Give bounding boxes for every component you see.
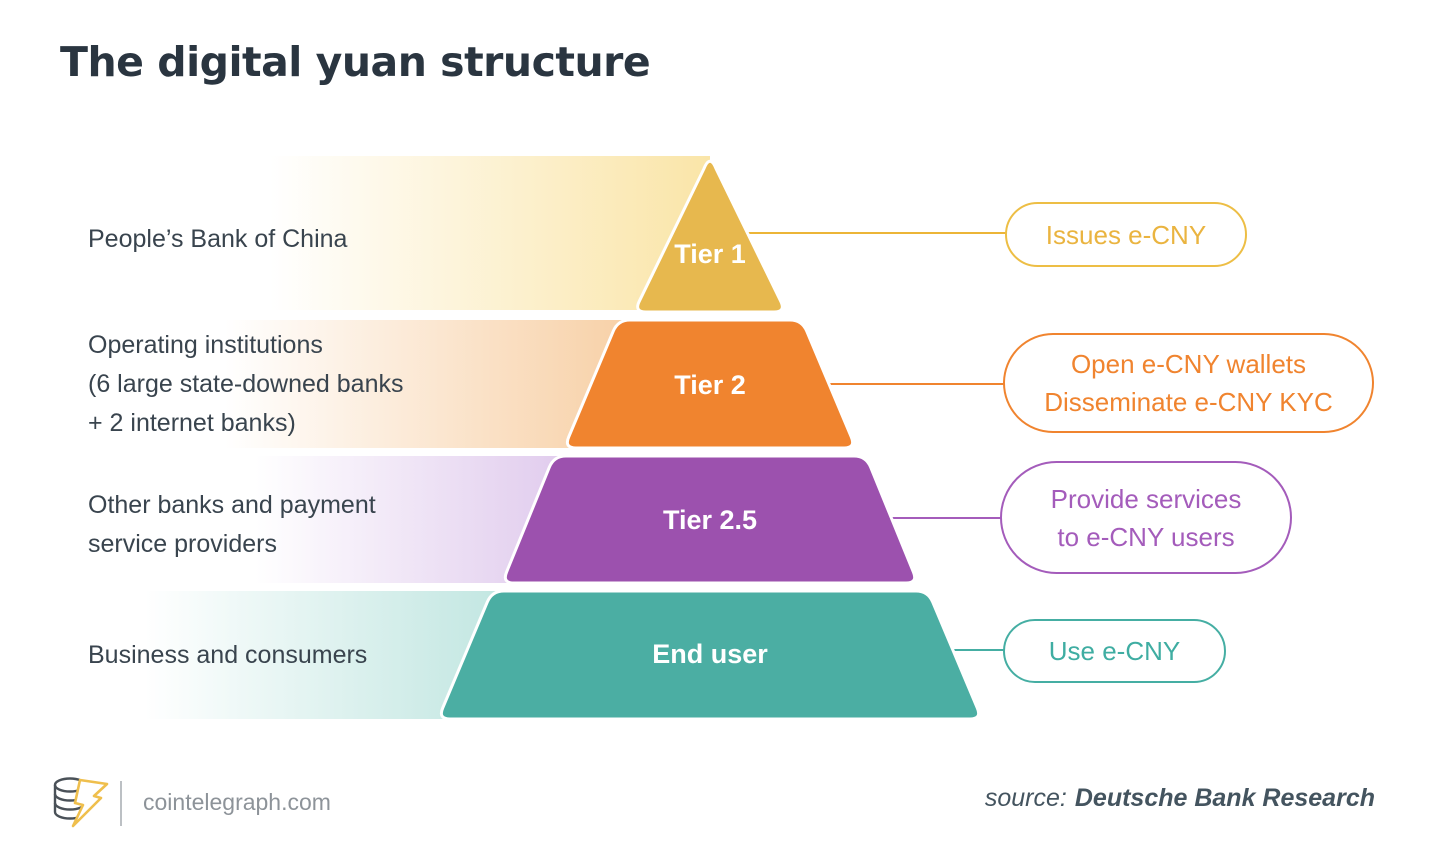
page-title: The digital yuan structure bbox=[60, 38, 651, 86]
tier2-label: Tier 2 bbox=[674, 370, 746, 400]
source-name: Deutsche Bank Research bbox=[1074, 784, 1375, 812]
tier25-label: Tier 2.5 bbox=[662, 505, 758, 535]
tier2-entity-label: Operating institutions (6 large state-do… bbox=[88, 331, 404, 437]
tier1-shape bbox=[636, 159, 784, 314]
tier25-shape bbox=[503, 454, 917, 585]
tier1-entity-label: People’s Bank of China bbox=[88, 225, 348, 253]
enduser-label: End user bbox=[652, 639, 768, 669]
source-label: source: bbox=[984, 784, 1067, 812]
footer-divider bbox=[120, 781, 122, 826]
footer-brand-url: cointelegraph.com bbox=[143, 789, 331, 815]
enduser-shape bbox=[439, 589, 981, 721]
cointelegraph-logo-icon bbox=[53, 777, 109, 828]
tier1-band bbox=[270, 156, 710, 310]
tier1-role-bubble: Issues e-CNY bbox=[1005, 202, 1247, 267]
tier1-label: Tier 1 bbox=[674, 239, 746, 269]
tier25-role-bubble: Provide services to e-CNY users bbox=[1000, 461, 1292, 574]
tier2-shape bbox=[565, 318, 855, 450]
enduser-role-bubble: Use e-CNY bbox=[1003, 619, 1226, 683]
footer-source: source:Deutsche Bank Research bbox=[985, 784, 1375, 813]
enduser-entity-label: Business and consumers bbox=[88, 641, 368, 669]
tier2-role-bubble: Open e-CNY wallets Disseminate e-CNY KYC bbox=[1003, 333, 1374, 433]
tier25-entity-label: Other banks and payment service provider… bbox=[88, 491, 376, 558]
